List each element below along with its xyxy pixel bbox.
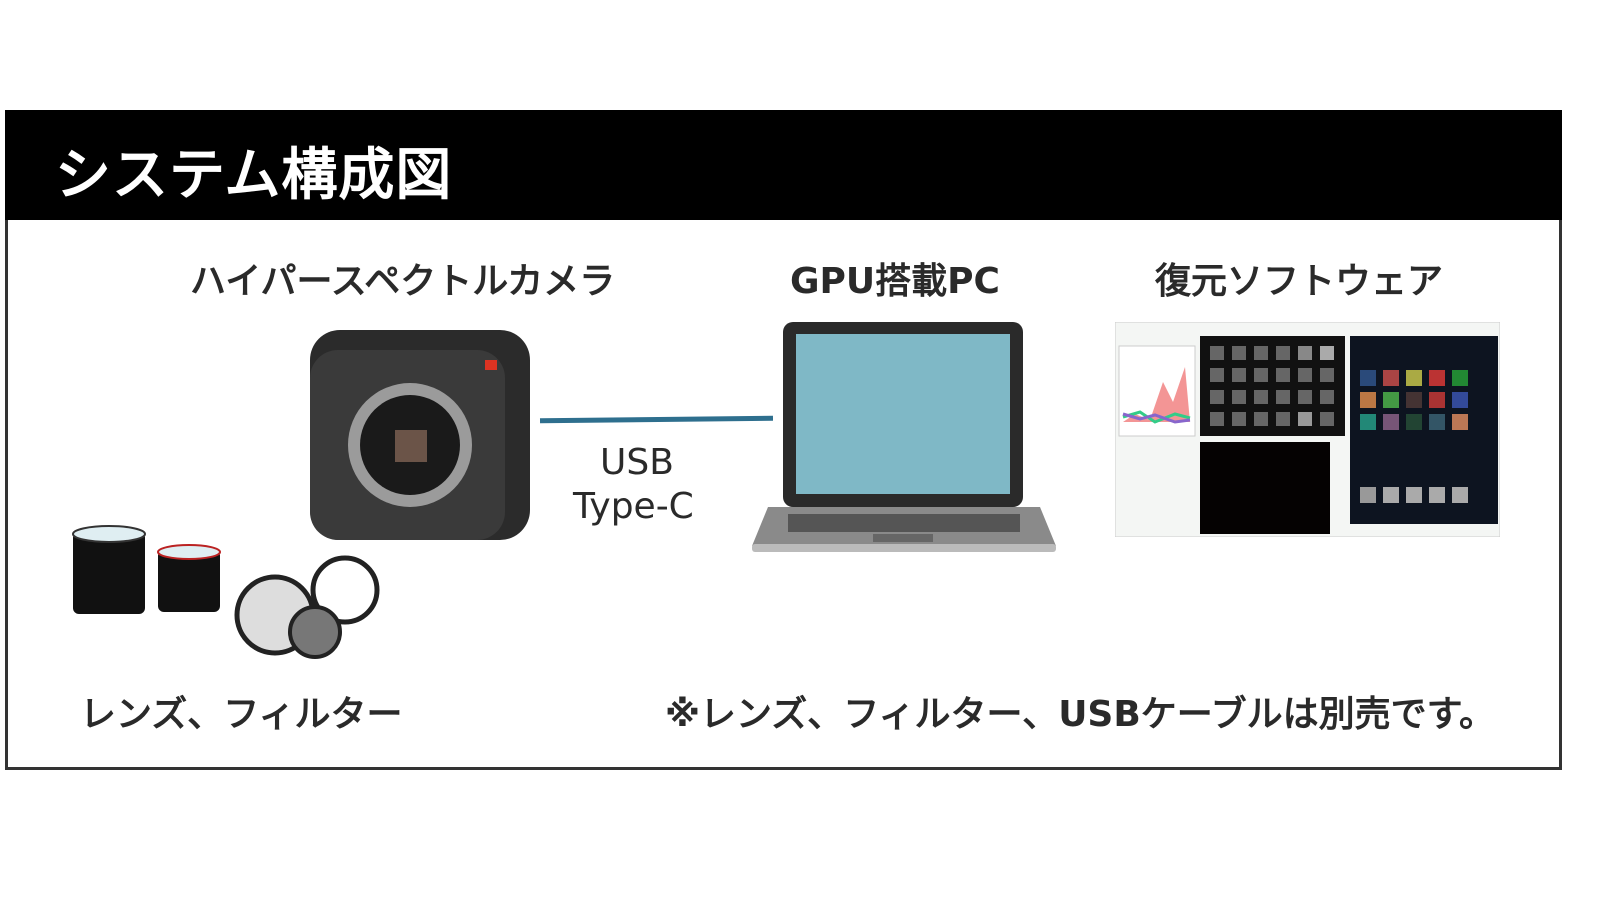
lenses-filters-label: レンズ、フィルター: [80, 694, 403, 735]
header-bar: [5, 110, 1562, 220]
software-label: 復元ソフトウェア: [1155, 261, 1444, 302]
note-text: ※レンズ、フィルター、USBケーブルは別売です。: [665, 694, 1496, 735]
laptop-image: [752, 322, 1056, 552]
connection-label-usb: USB: [600, 442, 674, 483]
connection-label-type: Type-C: [573, 486, 694, 527]
lenses-filters-image: [72, 525, 380, 659]
camera-image: [310, 330, 530, 540]
pc-label: GPU搭載PC: [790, 261, 1000, 302]
page-title: システム構成図: [55, 143, 453, 208]
software-screenshot: [1115, 322, 1500, 537]
camera-label: ハイパースペクトルカメラ: [190, 261, 616, 302]
